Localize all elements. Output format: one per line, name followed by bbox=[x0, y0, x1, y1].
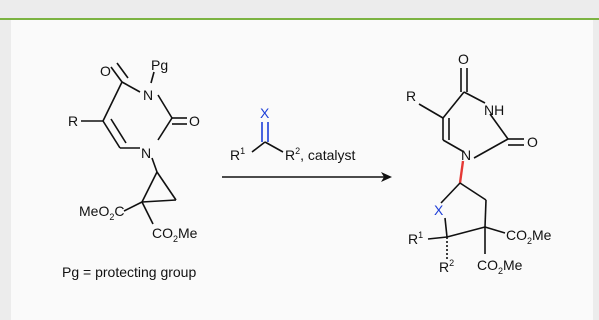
reactant-right-ester: CO2Me bbox=[152, 225, 198, 244]
reactant-protecting-group-label: Pg bbox=[151, 57, 168, 73]
product-structure: O R NH O N X R1 R2 CO2Me CO2Me bbox=[406, 51, 552, 276]
accent-header-bar bbox=[0, 0, 599, 20]
reactant-left-ester: MeO2C bbox=[79, 203, 124, 222]
product-carbonyl-oxygen-right: O bbox=[527, 134, 538, 150]
reactant-imide-nitrogen: N bbox=[143, 87, 153, 103]
reactant-carbonyl-oxygen-top: O bbox=[100, 63, 111, 79]
product-nh: NH bbox=[484, 102, 504, 118]
reactant-r-substituent: R bbox=[68, 113, 78, 129]
reactant-carbonyl-oxygen-right: O bbox=[189, 113, 200, 129]
product-ring-nitrogen: N bbox=[461, 147, 471, 163]
reagent-r2-and-catalyst: R2, catalyst bbox=[285, 146, 355, 163]
product-ester-a: CO2Me bbox=[506, 227, 552, 246]
reactant-ring-nitrogen: N bbox=[141, 145, 151, 161]
product-r2: R2 bbox=[439, 258, 454, 275]
product-heteroatom-x: X bbox=[434, 202, 444, 218]
reaction-arrow-group: X R1 R2, catalyst bbox=[222, 105, 392, 182]
scheme-panel bbox=[11, 20, 593, 320]
reaction-arrowhead bbox=[381, 172, 392, 182]
product-r-substituent: R bbox=[406, 88, 416, 104]
product-carbonyl-oxygen-top: O bbox=[458, 51, 469, 67]
product-ester-b: CO2Me bbox=[477, 257, 523, 276]
reactant-structure: O N Pg R O N MeO2C CO2Me Pg = protecting… bbox=[62, 57, 200, 280]
product-r1: R1 bbox=[408, 230, 423, 247]
reagent-r1: R1 bbox=[230, 146, 245, 163]
protecting-group-footnote: Pg = protecting group bbox=[62, 264, 196, 280]
reagent-heteroatom-x: X bbox=[260, 105, 270, 121]
